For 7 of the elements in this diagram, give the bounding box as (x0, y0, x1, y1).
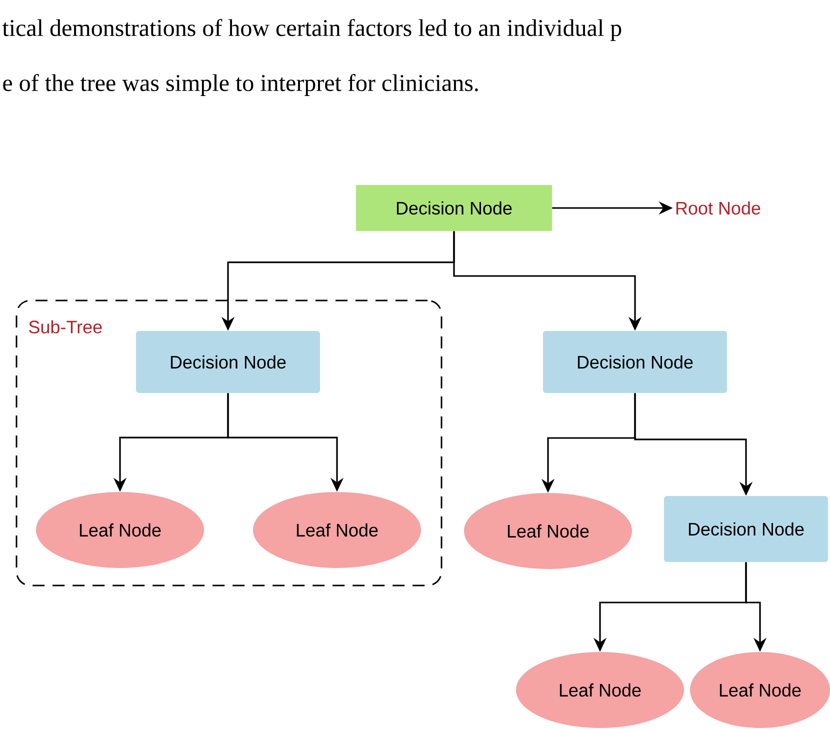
body-text: tical demonstrations of how certain factors led to an individual p (2, 19, 622, 41)
root-label: Root Node (676, 201, 760, 215)
body-text: e of the tree was simple to interpret for clinicians. (3, 74, 478, 96)
decision-box: Decision Node (543, 331, 727, 393)
decision-box: Decision Node (136, 331, 320, 393)
decision-box: Decision Node (664, 496, 828, 562)
decision-box: Decision Node (356, 185, 552, 231)
